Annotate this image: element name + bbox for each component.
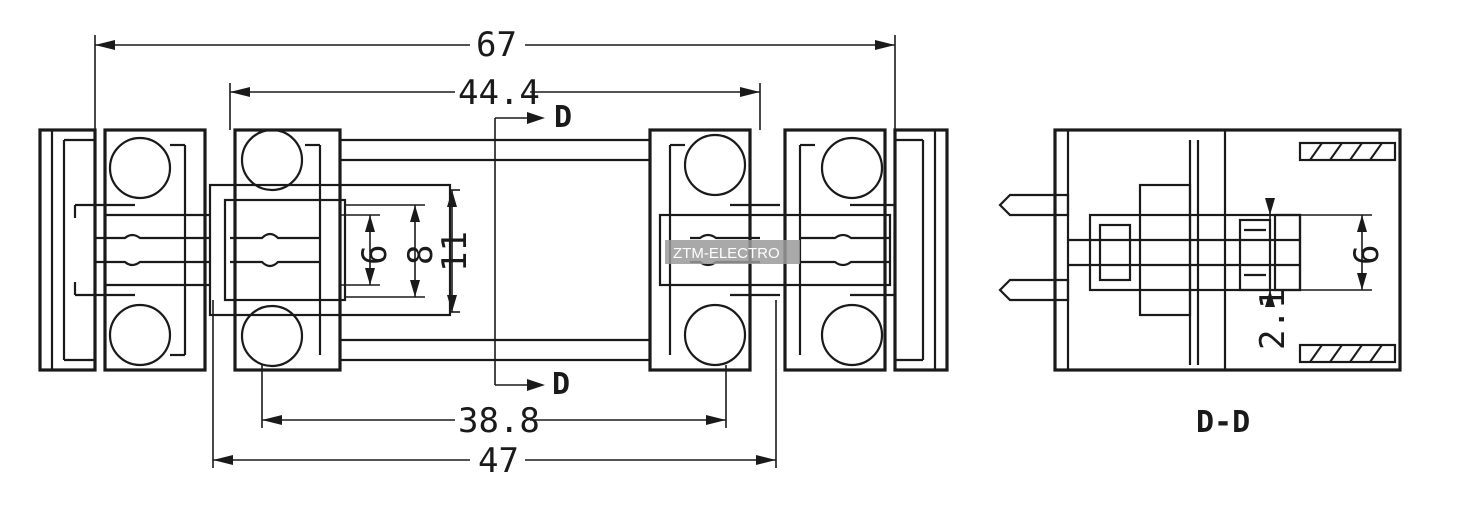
plan-view: D D (38, 100, 949, 402)
section-connector (1088, 213, 1302, 292)
section-title: D-D (1196, 405, 1250, 440)
section-housing (1053, 128, 1402, 372)
hatched-strip-top (1298, 141, 1397, 162)
pin-bottom (998, 278, 1070, 302)
dim-inner-top: 44.4 (458, 73, 540, 113)
terminal-screw (820, 136, 884, 200)
watermark: ZTM-ELECTRO (665, 240, 800, 264)
terminal-screw (240, 128, 304, 192)
terminal-screw (683, 303, 747, 367)
dimensions: 67 44.4 38.8 47 6 (94, 25, 896, 481)
watermark-text: ZTM-ELECTRO (673, 245, 780, 262)
dim-height-mid: 8 (401, 245, 441, 265)
terminal-screw (108, 303, 172, 367)
left-end-cap (38, 128, 97, 372)
section-marker-bottom: D (552, 367, 570, 402)
terminal-screw (240, 304, 304, 368)
pin-top (998, 193, 1070, 217)
dim-height-small: 6 (355, 245, 395, 265)
terminal-screw (820, 303, 884, 367)
section-view: 6 2.1 D-D (998, 128, 1402, 440)
dim-section-gap: 2.1 (1253, 289, 1293, 350)
dim-outer-bottom: 47 (478, 441, 519, 481)
section-marker-top: D (554, 100, 572, 135)
dim-overall-width: 67 (476, 25, 517, 65)
bridge-body (208, 183, 452, 317)
right-end-cap (893, 128, 949, 372)
dim-height-large: 11 (435, 231, 475, 272)
left-outer-terminal (103, 128, 207, 372)
dim-inner-bottom: 38.8 (458, 401, 540, 441)
right-bridge (658, 213, 892, 287)
left-inner-terminal (233, 128, 342, 372)
terminal-screw (108, 136, 172, 200)
hatched-strip-bottom (1298, 343, 1397, 364)
dim-section-height: 6 (1347, 245, 1387, 265)
terminal-screw (683, 133, 747, 197)
